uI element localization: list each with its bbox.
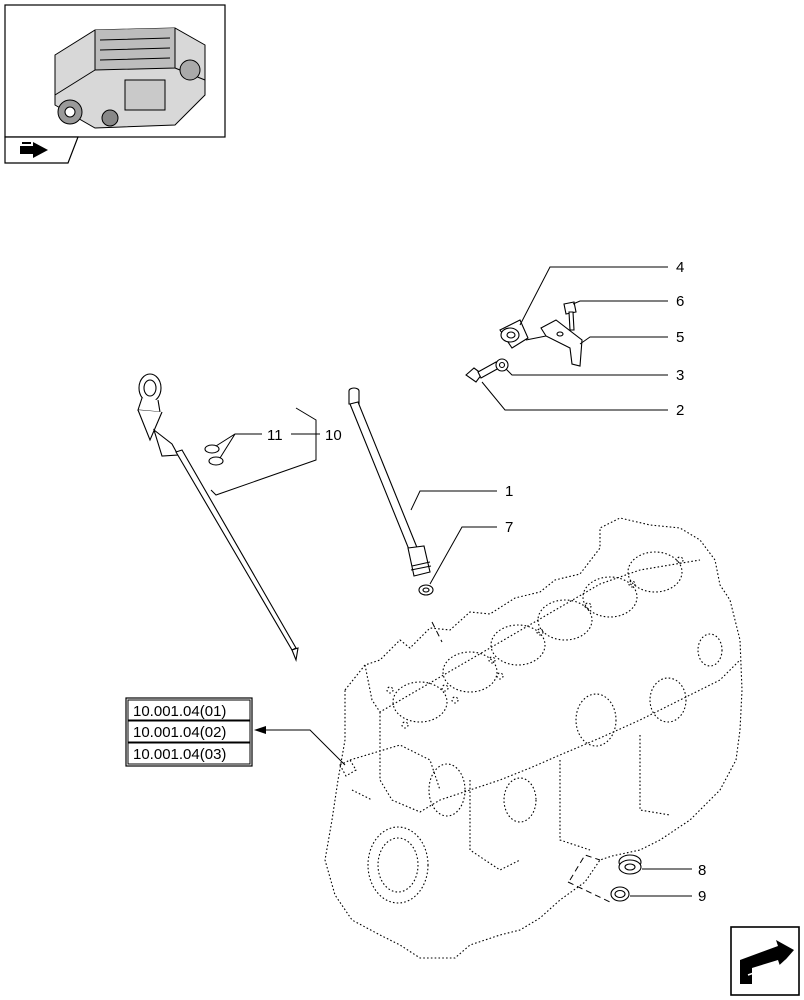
callout-10: 10 xyxy=(325,427,342,444)
engine-thumbnail[interactable] xyxy=(4,4,226,138)
o-rings xyxy=(204,444,224,466)
callout-4: 4 xyxy=(676,259,684,276)
plug-washer xyxy=(610,886,630,902)
guide-tube xyxy=(348,387,432,577)
callout-labels: 4 6 5 3 2 1 7 11 10 8 9 xyxy=(267,259,706,905)
callout-1: 1 xyxy=(505,483,513,500)
next-page-arrow-icon[interactable] xyxy=(730,926,800,996)
reference-link-1[interactable]: 10.001.04(01) xyxy=(133,703,226,720)
leader-lines xyxy=(210,266,692,897)
callout-2: 2 xyxy=(676,402,684,419)
callout-11: 11 xyxy=(267,427,283,444)
callout-5: 5 xyxy=(676,329,684,346)
bolt xyxy=(465,361,500,383)
navigate-icon xyxy=(20,142,48,158)
callout-3: 3 xyxy=(676,367,684,384)
tube-seal xyxy=(418,584,434,596)
washer xyxy=(495,358,509,372)
callout-7: 7 xyxy=(505,519,513,536)
plug xyxy=(618,854,642,875)
engine-block xyxy=(324,517,743,959)
bracket xyxy=(525,319,583,367)
callout-9: 9 xyxy=(698,888,706,905)
clamp xyxy=(499,319,529,349)
callout-6: 6 xyxy=(676,293,684,310)
reference-link-2[interactable]: 10.001.04(02) xyxy=(133,724,226,741)
thumbnail-nav-tab[interactable] xyxy=(4,136,79,164)
callout-8: 8 xyxy=(698,862,706,879)
bolt-small xyxy=(563,301,577,331)
reference-table: 10.001.04(01) 10.001.04(02) 10.001.04(03… xyxy=(125,697,253,767)
reference-link-3[interactable]: 10.001.04(03) xyxy=(133,746,226,763)
dipstick xyxy=(137,373,299,663)
